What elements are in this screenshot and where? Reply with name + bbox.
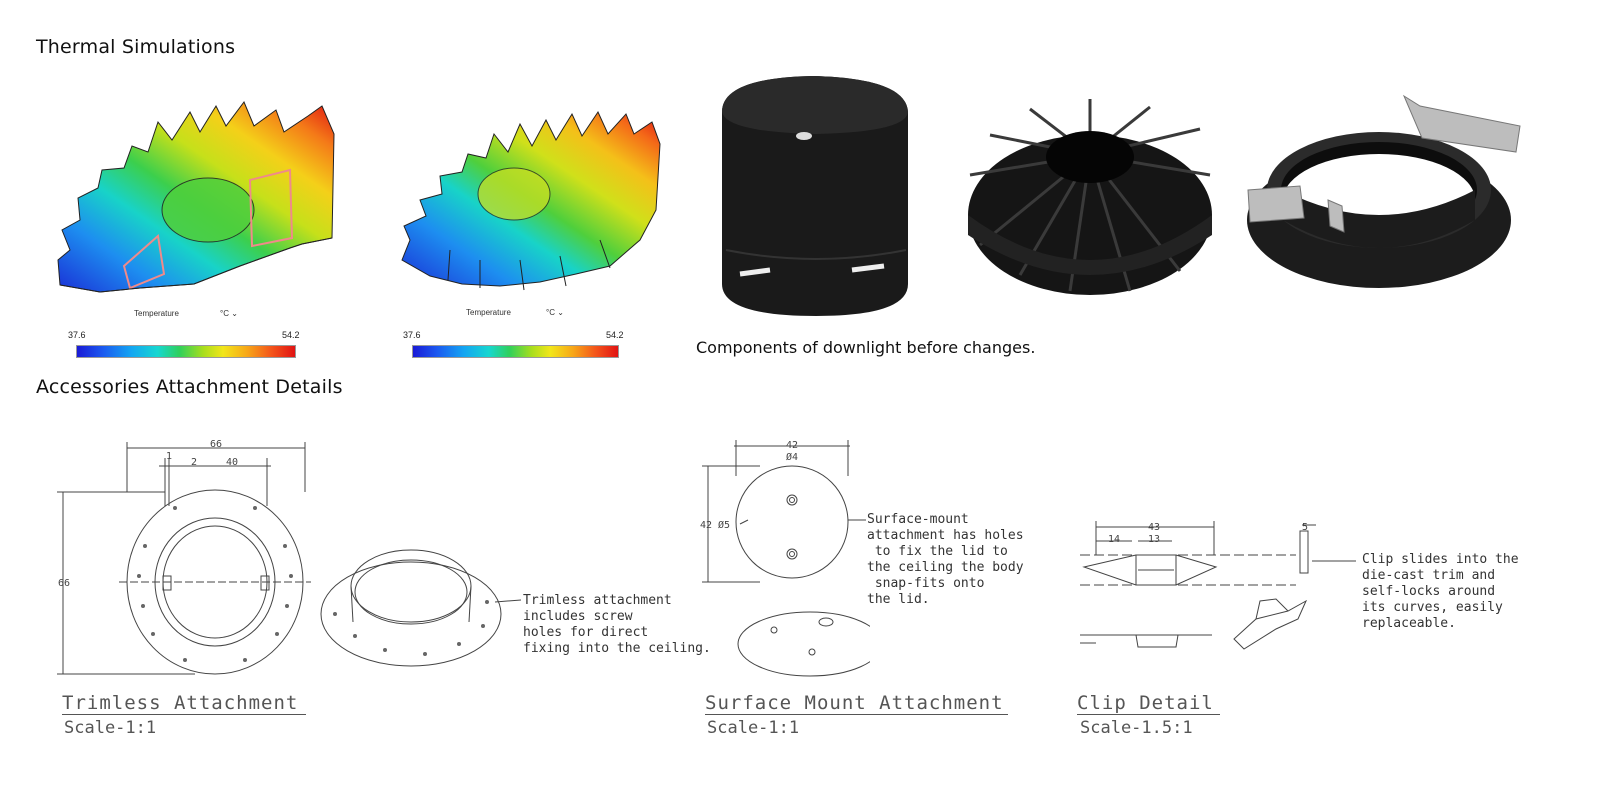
trimless-dim-40: 40	[226, 457, 239, 468]
clip-dim-13: 13	[1148, 534, 1161, 545]
sim2-unit-label: °C	[546, 308, 555, 317]
surface-dim-side: 42	[700, 520, 713, 531]
sim2-legend-title: Temperature	[466, 308, 511, 317]
trimless-drawing	[55, 436, 715, 686]
clip-dim-14: 14	[1108, 534, 1121, 545]
sim1-max-value: 54.2	[282, 330, 300, 340]
clip-dim-5: 5	[1302, 522, 1309, 533]
clip-title: Clip Detail	[1077, 692, 1220, 715]
sim1-unit-label: °C	[220, 309, 229, 318]
trimless-scale: Scale-1:1	[64, 718, 157, 738]
heatsink-render	[960, 95, 1220, 305]
trimless-title: Trimless Attachment	[62, 692, 307, 715]
trimless-dim-overall: 66	[210, 439, 223, 450]
clip-note: Clip slides into the die-cast trim and s…	[1362, 552, 1519, 631]
sim2-color-scale-bar	[412, 345, 619, 358]
accessories-section-title: Accessories Attachment Details	[36, 376, 343, 398]
surface-dim-hole: Ø4	[786, 452, 799, 463]
surface-note: Surface-mount attachment has holes to fi…	[867, 512, 1024, 607]
surface-dim-top: 42	[786, 440, 799, 451]
thermal-simulation-1-image	[40, 70, 350, 320]
sim1-legend-title: Temperature	[134, 309, 179, 318]
sim2-min-value: 37.6	[403, 330, 421, 340]
chevron-down-icon: ⌄	[231, 309, 238, 318]
sim1-color-scale-bar	[76, 345, 296, 358]
sim1-unit-selector[interactable]: °C ⌄	[220, 309, 238, 318]
trimless-dim-1: 1	[166, 451, 173, 462]
surface-scale: Scale-1:1	[707, 718, 800, 738]
surface-mount-drawing	[700, 436, 883, 686]
clip-detail-drawing	[1076, 515, 1358, 660]
components-caption: Components of downlight before changes.	[696, 338, 1036, 357]
sim2-max-value: 54.2	[606, 330, 624, 340]
sim2-unit-selector[interactable]: °C ⌄	[546, 308, 564, 317]
surface-dim-side-hole: Ø5	[718, 520, 731, 531]
trimless-dim-2: 2	[191, 457, 198, 468]
clip-ring-render	[1244, 90, 1524, 300]
trimless-dim-side: 66	[58, 578, 71, 589]
thermal-simulation-2-image	[390, 90, 680, 310]
downlight-body-render	[716, 70, 916, 320]
trimless-note: Trimless attachment includes screw holes…	[523, 593, 711, 656]
chevron-down-icon: ⌄	[557, 308, 564, 317]
surface-title: Surface Mount Attachment	[705, 692, 1008, 715]
sim1-min-value: 37.6	[68, 330, 86, 340]
thermal-section-title: Thermal Simulations	[36, 36, 236, 58]
clip-scale: Scale-1.5:1	[1080, 718, 1193, 738]
clip-dim-overall: 43	[1148, 522, 1161, 533]
